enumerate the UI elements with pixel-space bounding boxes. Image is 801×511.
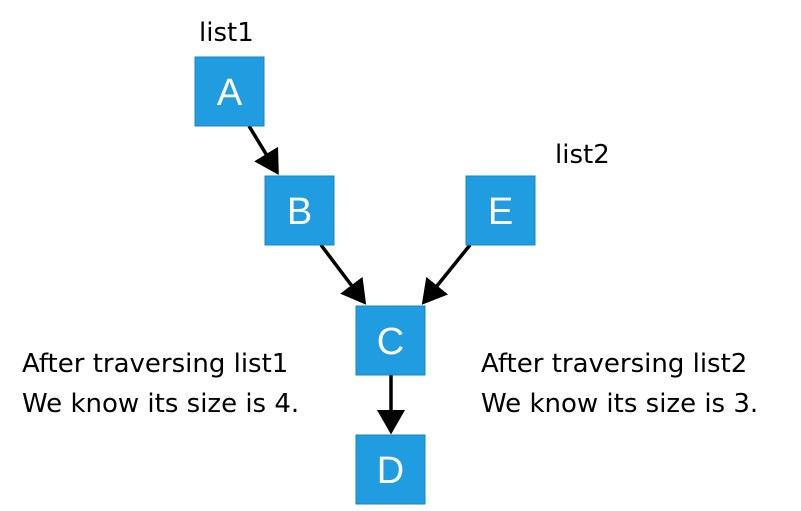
edge-b-to-c <box>319 243 367 305</box>
right-note-line1: After traversing list2 <box>481 349 747 379</box>
edge-a-to-b <box>247 125 279 175</box>
node-d-label: D <box>377 450 404 492</box>
node-d: D <box>355 434 426 505</box>
right-note-line2: We know its size is 3. <box>481 389 758 419</box>
list1-label: list1 <box>199 18 254 48</box>
left-note-line1: After traversing list1 <box>22 349 288 379</box>
list2-label: list2 <box>555 140 610 170</box>
left-note-line2: We know its size is 4. <box>22 389 299 419</box>
edge-e-to-c <box>421 243 472 305</box>
node-b: B <box>264 175 335 246</box>
node-a: A <box>194 56 265 127</box>
node-a-label: A <box>217 72 243 114</box>
node-e: E <box>465 175 536 246</box>
node-c-label: C <box>377 321 404 363</box>
node-e-label: E <box>488 191 513 233</box>
node-b-label: B <box>287 191 312 233</box>
node-c: C <box>355 305 426 376</box>
